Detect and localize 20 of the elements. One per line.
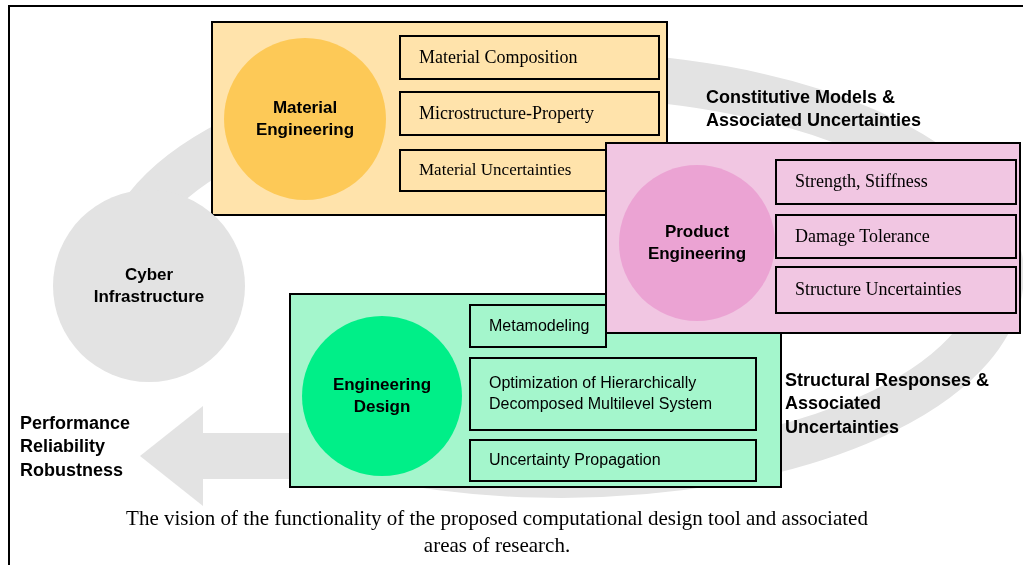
topic-circle: Cyber Infrastructure [53, 190, 245, 382]
figure-caption: The vision of the functionality of the proposed computational design tool and associated areas of research. [125, 505, 869, 560]
topic-box: Microstructure-Property [399, 91, 660, 136]
topic-box: Material Composition [399, 35, 660, 80]
group-panel [211, 21, 668, 216]
topic-box: Strength, Stiffness [775, 159, 1017, 205]
topic-box: Uncertainty Propagation [469, 439, 757, 482]
topic-box: Optimization of Hierarchically Decomposed Multilevel System [469, 357, 757, 431]
annotation-text: Structural Responses & Associated Uncertainties [785, 369, 990, 439]
annotation-text: Performance Reliability Robustness [20, 412, 132, 482]
group-panel [605, 142, 1021, 334]
annotation-text: Constitutive Models & Associated Uncertainties [706, 86, 923, 133]
topic-circle: Material Engineering [224, 38, 386, 200]
topic-box: Damage Tolerance [775, 214, 1017, 259]
group-panel [289, 293, 782, 488]
topic-circle: Engineering Design [302, 316, 462, 476]
topic-box: Metamodeling [469, 304, 607, 348]
topic-box: Structure Uncertainties [775, 266, 1017, 314]
topic-box: Material Uncertainties [399, 149, 607, 192]
topic-circle: Product Engineering [619, 165, 775, 321]
